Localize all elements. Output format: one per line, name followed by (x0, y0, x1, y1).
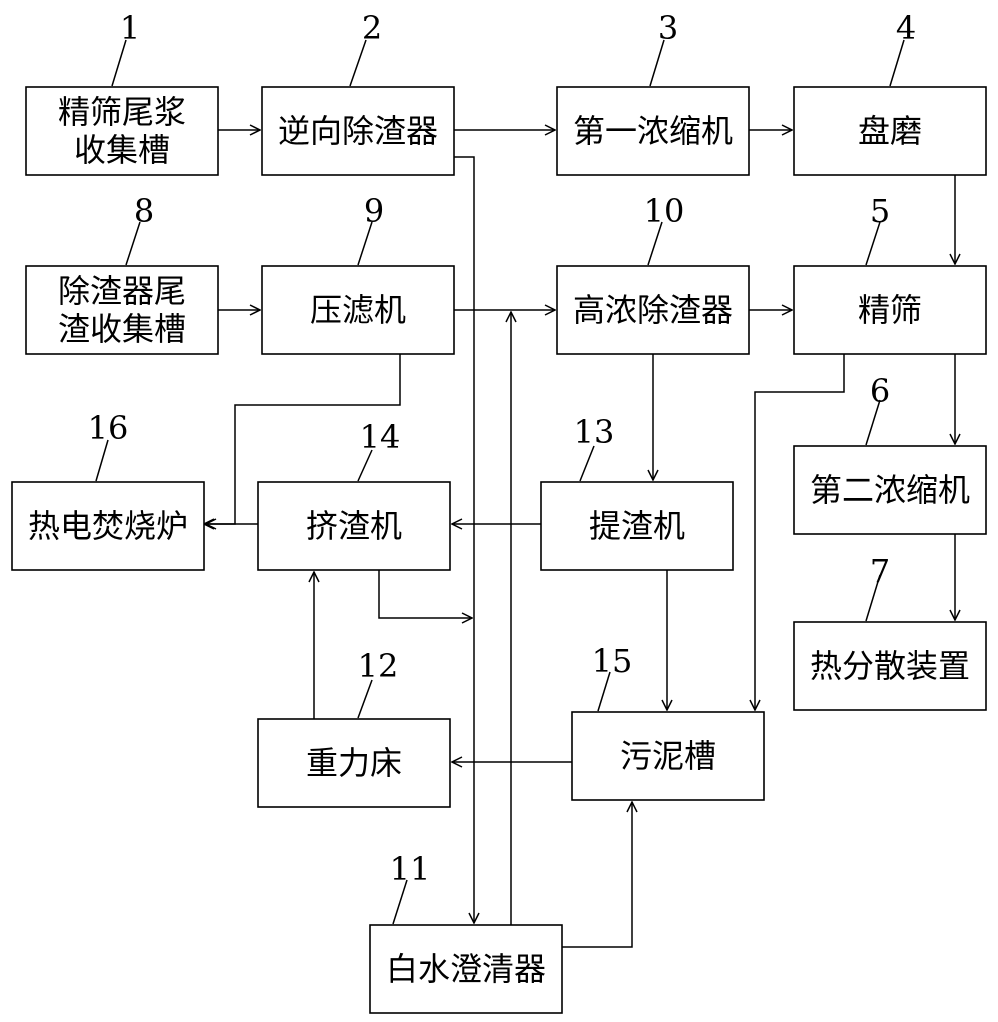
node-number: 6 (870, 372, 890, 410)
node-box (571, 711, 765, 801)
leader-line (125, 221, 141, 266)
node-label: 压滤机 (310, 291, 406, 329)
node-box (261, 265, 455, 355)
node-label: 重力床 (306, 744, 402, 782)
node-n11: 白水澄清器 11 (369, 850, 563, 1014)
node-number: 5 (870, 192, 890, 230)
node-box (793, 445, 987, 535)
node-n7: 热分散装置 7 (793, 552, 987, 711)
node-number: 3 (658, 9, 678, 47)
node-label: 第二浓缩机 (810, 471, 970, 509)
node-box (11, 481, 205, 571)
node-number: 7 (870, 552, 890, 590)
connectors (204, 130, 955, 948)
node-n14: 挤渣机 14 (257, 418, 451, 571)
node-number: 11 (390, 850, 431, 888)
node-number: 2 (362, 9, 382, 47)
leader-line (111, 39, 127, 87)
node-label: 收集槽 (74, 131, 170, 169)
node-number: 1 (120, 9, 140, 47)
node-label: 热电焚烧炉 (28, 507, 188, 545)
arrow-n14-to-n11 (378, 570, 472, 618)
arrow-n2-to-n11 (454, 156, 474, 923)
node-label: 提渣机 (589, 507, 685, 545)
node-label: 污泥槽 (620, 737, 716, 775)
node-number: 15 (592, 642, 633, 680)
node-label: 高浓除渣器 (573, 291, 733, 329)
node-box (257, 718, 451, 808)
node-n2: 逆向除渣器 2 (261, 9, 455, 176)
node-number: 8 (134, 192, 154, 230)
node-label: 盘磨 (858, 112, 922, 150)
leader-line (357, 449, 373, 482)
node-n6: 第二浓缩机 6 (793, 372, 987, 535)
leader-line (889, 39, 905, 87)
node-box (257, 481, 451, 571)
node-box (793, 86, 987, 176)
leader-line (349, 39, 367, 87)
node-box (793, 265, 987, 355)
node-label: 白水澄清器 (386, 950, 546, 988)
node-label: 第一浓缩机 (573, 112, 733, 150)
leader-line (95, 439, 109, 482)
leader-line (865, 221, 881, 266)
node-n3: 第一浓缩机 3 (556, 9, 750, 176)
leader-line (865, 574, 881, 622)
node-n4: 盘磨 4 (793, 9, 987, 176)
node-n9: 压滤机 9 (261, 192, 455, 355)
node-n5: 精筛 5 (793, 192, 987, 355)
node-number: 9 (364, 192, 384, 230)
node-label: 逆向除渣器 (278, 112, 438, 150)
leader-line (357, 679, 373, 719)
node-n10: 高浓除渣器 10 (556, 192, 750, 355)
node-box (369, 924, 563, 1014)
node-box (25, 265, 219, 355)
node-n15: 污泥槽 15 (571, 642, 765, 801)
node-label: 热分散装置 (810, 647, 970, 685)
leader-line (647, 221, 663, 266)
node-number: 13 (574, 413, 615, 451)
node-label: 渣收集槽 (58, 310, 186, 348)
leader-line (357, 221, 373, 266)
arrow-n11-to-n15 (562, 802, 632, 948)
node-n13: 提渣机 13 (540, 413, 734, 571)
node-n12: 重力床 12 (257, 647, 451, 808)
leader-line (392, 879, 408, 925)
node-label: 除渣器尾 (58, 272, 186, 310)
leader-line (865, 399, 881, 446)
node-number: 16 (88, 409, 129, 447)
node-box (556, 265, 750, 355)
arrow-n5-to-n15 (755, 354, 845, 710)
node-box (261, 86, 455, 176)
node-n16: 热电焚烧炉 16 (11, 409, 205, 571)
node-label: 精筛尾浆 (58, 93, 186, 131)
leader-line (579, 445, 595, 482)
leader-line (649, 39, 665, 87)
node-label: 挤渣机 (306, 507, 402, 545)
node-number: 12 (358, 647, 399, 685)
node-box (540, 481, 734, 571)
node-label: 精筛 (858, 291, 922, 329)
node-number: 14 (360, 418, 401, 456)
node-number: 10 (644, 192, 685, 230)
leader-line (597, 671, 611, 712)
node-number: 4 (896, 9, 916, 47)
node-box (25, 86, 219, 176)
node-box (556, 86, 750, 176)
node-box (793, 621, 987, 711)
